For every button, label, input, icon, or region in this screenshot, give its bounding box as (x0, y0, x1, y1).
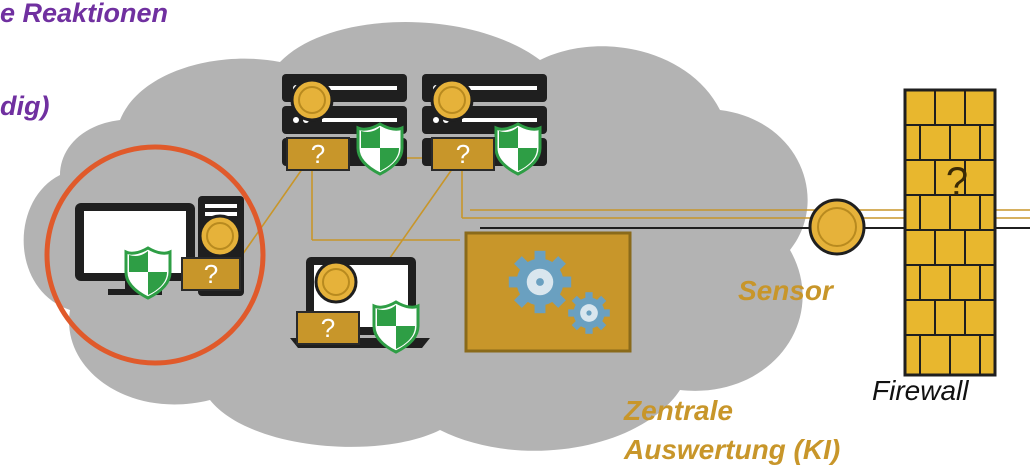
sensor-label: Sensor (738, 275, 833, 306)
unknown-marker: ? (204, 259, 218, 289)
highlight-ring (44, 144, 266, 366)
unknown-tag-server-2: ? (431, 137, 495, 171)
unknown-marker: ? (321, 313, 335, 343)
gear-icon (568, 292, 610, 334)
sensor-icon (808, 198, 866, 256)
unknown-marker: ? (456, 139, 470, 169)
central-analysis-label-line-2: Auswertung (KI) (624, 434, 841, 465)
unknown-marker: ? (311, 139, 325, 169)
central-analysis-box (464, 231, 632, 353)
central-analysis-label-line-1: Zentrale (624, 395, 733, 426)
headline-line-1: e Reaktionen (0, 0, 169, 28)
unknown-tag-server-1: ? (286, 137, 350, 171)
firewall-icon: ? (903, 88, 997, 377)
gear-icon (508, 250, 572, 314)
firewall-label: Firewall (872, 375, 969, 406)
unknown-tag-laptop: ? (296, 311, 360, 345)
headline-line-2: dig) (0, 91, 50, 121)
unknown-marker: ? (946, 160, 968, 204)
unknown-tag-desktop: ? (181, 257, 241, 291)
